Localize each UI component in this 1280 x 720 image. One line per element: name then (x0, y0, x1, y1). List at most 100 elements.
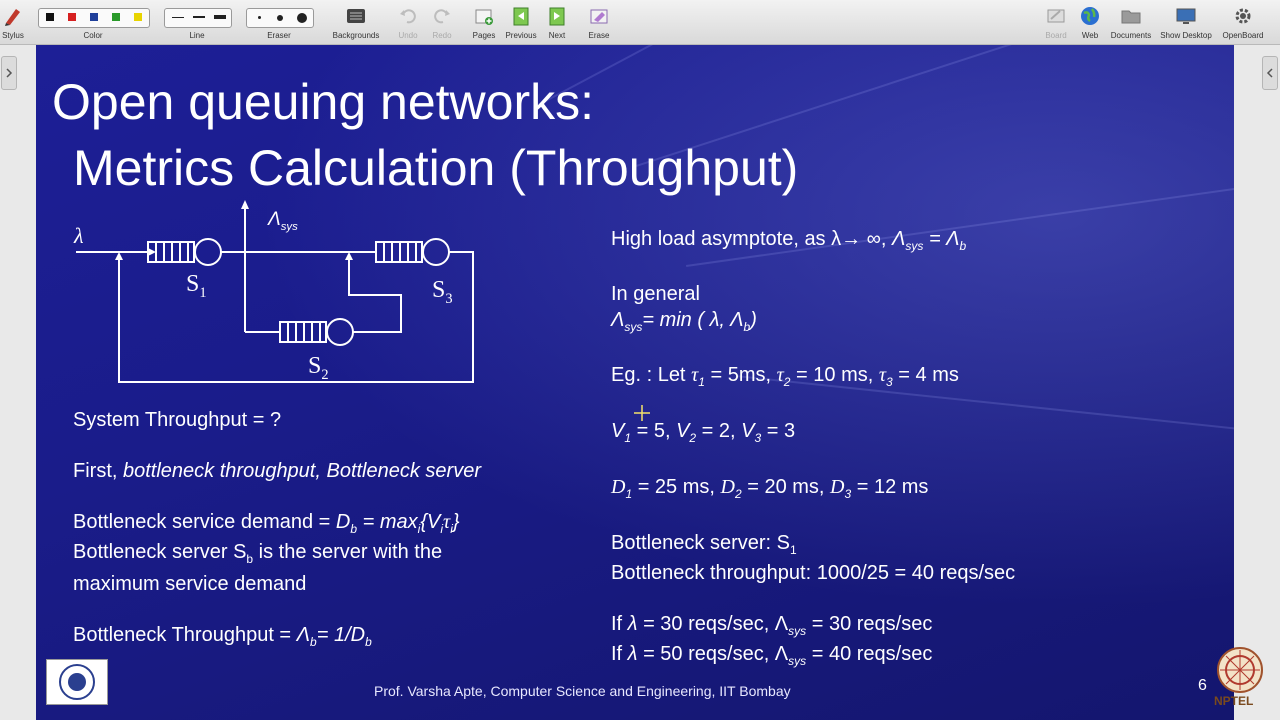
first-bottleneck-line: First, bottleneck throughput, Bottleneck… (73, 460, 481, 482)
s1-label: S1 (186, 271, 207, 301)
documents-label: Documents (1110, 31, 1152, 40)
slide-title-line1: Open queuing networks: (52, 74, 595, 130)
color-swatch-red[interactable] (68, 13, 76, 21)
folder-icon (1121, 10, 1141, 24)
backgrounds-button[interactable]: Backgrounds (328, 2, 384, 42)
lambda-30-line: If λ = 30 reqs/sec, Λsys = 30 reqs/sec (611, 613, 933, 638)
slide-title-line2: Metrics Calculation (Throughput) (73, 140, 799, 196)
show-desktop-label: Show Desktop (1160, 31, 1212, 40)
color-palette (38, 8, 150, 28)
web-label: Web (1081, 31, 1099, 40)
iit-bombay-seal-icon (59, 664, 95, 700)
previous-page-icon (513, 7, 529, 26)
stylus-icon (5, 9, 20, 26)
s2-server (326, 318, 354, 346)
board-icon (1047, 9, 1065, 23)
color-swatch-black[interactable] (46, 13, 54, 21)
lambda-sys-label: Λsys (268, 209, 298, 233)
slide-page-number: 6 (1198, 677, 1207, 694)
right-palette-toggle[interactable] (1262, 56, 1278, 90)
visit-counts-line: V1 = 5, V2 = 2, V3 = 3 (611, 420, 796, 445)
slide-canvas[interactable]: Open queuing networks: Metrics Calculati… (36, 45, 1234, 720)
background-streak (536, 45, 1234, 107)
web-button[interactable]: Web (1074, 2, 1106, 42)
s3-loop-line (118, 251, 474, 383)
next-label: Next (548, 31, 566, 40)
arrival-arrow (148, 248, 156, 256)
board-button[interactable]: Board (1040, 2, 1072, 42)
erase-button[interactable]: Erase (582, 2, 616, 42)
color-swatch-yellow[interactable] (134, 13, 142, 21)
eraser-group: Eraser (244, 2, 314, 42)
show-desktop-button[interactable]: Show Desktop (1158, 2, 1214, 42)
example-tau-line: Eg. : Let τ1 = 5ms, τ2 = 10 ms, τ3 = 4 m… (611, 364, 959, 389)
color-swatch-blue[interactable] (90, 13, 98, 21)
line-thick-option[interactable] (214, 15, 226, 19)
s1-server (194, 238, 222, 266)
gear-icon (1235, 8, 1251, 24)
previous-button[interactable]: Previous (502, 2, 540, 42)
undo-label: Undo (398, 31, 418, 40)
bottleneck-throughput-answer: Bottleneck throughput: 1000/25 = 40 reqs… (611, 562, 1016, 584)
color-group: Color (36, 2, 150, 42)
slide-footer: Prof. Varsha Apte, Computer Science and … (374, 683, 791, 699)
grid-icon (347, 9, 365, 23)
nptel-text: NPTEL (1214, 694, 1254, 708)
crosshair-cursor-icon (634, 405, 650, 421)
globe-icon (1081, 7, 1099, 25)
line-thin-option[interactable] (172, 17, 184, 18)
board-label: Board (1045, 31, 1067, 40)
s3-server (422, 238, 450, 266)
eraser-sizes (246, 8, 314, 28)
erase-icon (590, 9, 608, 24)
lambda-50-line: If λ = 50 reqs/sec, Λsys = 40 reqs/sec (611, 643, 933, 668)
line-widths (164, 8, 232, 28)
eraser-medium-option[interactable] (277, 15, 283, 21)
in-general-label: In general (611, 283, 700, 305)
add-page-icon (475, 9, 493, 25)
general-formula: Λsys= min ( λ, Λb) (611, 309, 757, 334)
system-throughput-question: System Throughput = ? (73, 409, 282, 431)
iit-bombay-logo (46, 659, 108, 705)
chevron-left-icon (1266, 68, 1273, 78)
left-palette-toggle[interactable] (1, 56, 17, 90)
line-group: Line (162, 2, 232, 42)
next-button[interactable]: Next (542, 2, 572, 42)
lambda-label: λ (74, 223, 84, 248)
nptel-emblem-icon (1217, 647, 1263, 693)
previous-label: Previous (505, 31, 537, 40)
s3-label: S3 (432, 277, 453, 307)
erase-label: Erase (588, 31, 610, 40)
undo-button[interactable]: Undo (394, 2, 422, 42)
chevron-right-icon (6, 68, 13, 78)
stylus-button[interactable]: Stylus (0, 2, 26, 42)
openboard-menu-button[interactable]: OpenBoard (1218, 2, 1268, 42)
eraser-large-option[interactable] (297, 13, 307, 23)
eraser-label: Eraser (267, 31, 291, 40)
s2-feedback-line (348, 258, 402, 333)
bottleneck-throughput-line: Bottleneck Throughput = Λb= 1/Db (73, 624, 372, 649)
undo-icon (400, 9, 416, 24)
redo-button[interactable]: Redo (428, 2, 456, 42)
desktop-icon (1176, 8, 1196, 24)
bottleneck-server-line1: Bottleneck server Sb is the server with … (73, 541, 443, 566)
pages-label: Pages (472, 31, 496, 40)
service-demands-line: D1 = 25 ms, D2 = 20 ms, D3 = 12 ms (611, 476, 929, 501)
bottleneck-demand-line: Bottleneck service demand = Db = maxi{Vi… (73, 511, 460, 536)
openboard-label: OpenBoard (1222, 31, 1264, 40)
high-load-asymptote: High load asymptote, as λ→ ∞, Λsys = Λb (611, 228, 967, 253)
bottleneck-server-line2: maximum service demand (73, 573, 307, 595)
openboard-toolbar: Stylus Color Line Eraser Backgrounds (0, 0, 1280, 45)
queuing-network-diagram (76, 200, 474, 383)
exit-arrow (241, 200, 249, 209)
line-medium-option[interactable] (193, 16, 205, 18)
redo-icon (434, 9, 450, 24)
color-swatch-green[interactable] (112, 13, 120, 21)
nptel-logo: NPTEL (1212, 644, 1268, 710)
pages-button[interactable]: Pages (468, 2, 500, 42)
bottleneck-server-answer: Bottleneck server: S1 (611, 532, 797, 557)
stylus-label: Stylus (2, 31, 24, 40)
redo-label: Redo (432, 31, 452, 40)
documents-button[interactable]: Documents (1108, 2, 1154, 42)
eraser-small-option[interactable] (258, 16, 261, 19)
